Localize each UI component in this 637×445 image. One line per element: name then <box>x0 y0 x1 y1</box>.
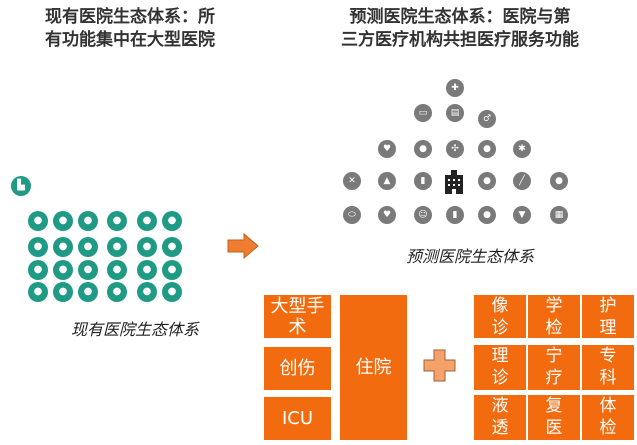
block-trauma: 创伤 <box>264 347 331 390</box>
service-cell: 学检 <box>528 295 580 338</box>
doctor-icon: ● <box>478 172 496 190</box>
capsule-icon: ● <box>78 211 98 231</box>
service-cell-line1: 像 <box>491 296 509 316</box>
kidney-icon: ● <box>550 172 568 190</box>
medical-cross-icon: ✚ <box>446 79 464 97</box>
test-tube-icon: ● <box>28 260 48 280</box>
service-cell-line2: 诊 <box>491 368 509 388</box>
plus-icon <box>423 349 456 382</box>
service-cell: 专科 <box>582 345 634 390</box>
lungs-icon: ● <box>78 282 98 302</box>
molecule-icon: ✣ <box>446 140 464 158</box>
service-cell-line2: 医 <box>545 418 563 438</box>
service-cell-line1: 专 <box>599 346 617 366</box>
right-title: 预测医院生态体系：医院与第三方医疗机构共担医疗服务功能 <box>310 6 610 52</box>
service-cell-line2: 疗 <box>545 368 563 388</box>
eye-icon: ⬭ <box>343 206 361 224</box>
chat-icon: ● <box>53 211 73 231</box>
syringe-icon: ● <box>107 211 127 231</box>
stomach-icon: ● <box>478 206 496 224</box>
service-cell-line1: 宁 <box>545 346 563 366</box>
report-icon: ▭ <box>414 104 432 122</box>
nurse-icon: ● <box>414 140 432 158</box>
right-caption: 预测医院生态体系 <box>405 247 534 266</box>
heartbeat-icon: ♥ <box>378 206 396 224</box>
service-cell-line1: 液 <box>491 396 509 416</box>
service-cell-line1: 复 <box>545 396 563 416</box>
stretcher-icon: ● <box>107 260 127 280</box>
male-icon: ♂ <box>478 110 496 128</box>
kit-icon: ● <box>107 282 127 302</box>
user-icon: ● <box>28 211 48 231</box>
flask-icon: ● <box>162 211 182 231</box>
eye-icon: ● <box>53 282 73 302</box>
network-icon: ✱ <box>513 140 531 158</box>
key-icon: ● <box>137 282 157 302</box>
service-cell: 复医 <box>528 395 580 440</box>
organ-icon: ● <box>478 140 496 158</box>
right-title-line2: 三方医疗机构共担医疗服务功能 <box>341 30 579 50</box>
left-caption: 现有医院生态体系 <box>70 320 199 339</box>
syringe-icon: ╱ <box>513 172 531 190</box>
hospital-icon <box>445 170 463 194</box>
baby-icon: ☺ <box>414 206 432 224</box>
pill-icon: ● <box>162 260 182 280</box>
lungs-icon: ● <box>162 282 182 302</box>
medicine-icon: ▮ <box>446 206 464 224</box>
ecg-icon: ● <box>28 237 48 257</box>
service-cell: 体检 <box>582 395 634 440</box>
right-title-line1: 预测医院生态体系：医院与第 <box>349 7 571 27</box>
arrow-right-icon <box>227 232 259 260</box>
service-cell: 宁疗 <box>528 345 580 390</box>
block-inpatient: 住院 <box>340 295 407 440</box>
bandage-icon: ● <box>137 211 157 231</box>
virus-icon: ● <box>137 260 157 280</box>
tooth-icon: ● <box>28 282 48 302</box>
service-cell-line2: 检 <box>599 418 617 438</box>
service-cell: 护理 <box>582 295 634 338</box>
factory-icon: ▦ <box>550 206 568 224</box>
eye-icon: ● <box>162 237 182 257</box>
service-cell-line2: 透 <box>491 418 509 438</box>
stool-icon: ▙ <box>11 176 31 196</box>
thermometer-icon: ● <box>53 260 73 280</box>
service-cell: 理诊 <box>474 345 526 390</box>
service-cell-line1: 理 <box>491 346 509 366</box>
service-cell-line1: 护 <box>599 296 617 316</box>
bandage-icon: ✕ <box>343 172 361 190</box>
foot-icon: ▲ <box>378 172 396 190</box>
service-cell-line2: 诊 <box>491 318 509 338</box>
tooth-icon: ▼ <box>513 206 531 224</box>
document-icon: ▤ <box>446 104 464 122</box>
left-title: 现有医院生态体系：所有功能集中在大型医院 <box>20 6 240 52</box>
bottle-icon: ▮ <box>414 172 432 190</box>
service-cell-line2: 科 <box>599 368 617 388</box>
heart-card-icon: ♥ <box>378 140 396 158</box>
bone-icon: ● <box>137 237 157 257</box>
nurse-icon: ● <box>53 237 73 257</box>
service-cell: 液透 <box>474 395 526 440</box>
left-title-line2: 有功能集中在大型医院 <box>45 30 215 50</box>
service-cell-line2: 理 <box>599 318 617 338</box>
liver-icon: ● <box>78 260 98 280</box>
microscope-icon: ● <box>78 237 98 257</box>
block-icu: ICU <box>264 397 331 440</box>
service-cell-line1: 体 <box>599 396 617 416</box>
service-cell-line1: 学 <box>545 296 563 316</box>
iv-bag-icon: ● <box>107 237 127 257</box>
block-surgery: 大型手术 <box>264 295 331 338</box>
service-cell-line2: 检 <box>545 318 563 338</box>
left-title-line1: 现有医院生态体系：所 <box>45 7 215 27</box>
service-cell: 像诊 <box>474 295 526 338</box>
